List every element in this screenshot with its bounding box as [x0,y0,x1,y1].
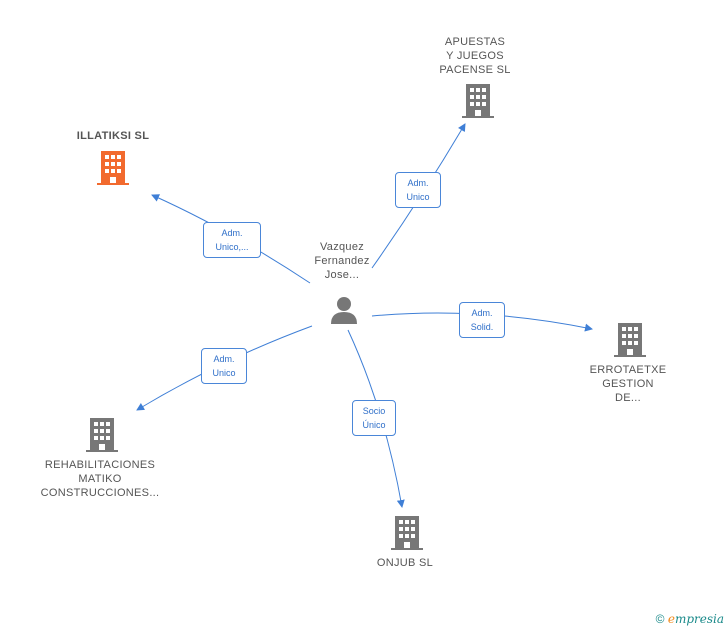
edge-label-illatiksi[interactable]: Adm. Unico,... [203,222,261,258]
edge-label-line: Socio [362,406,386,416]
node-label-line: ILLATIKSI SL [76,130,150,142]
edge-label-line: Unico [212,368,236,378]
node-label-line: MATIKO [78,473,122,485]
building-icon[interactable] [97,151,129,185]
center-person-name[interactable]: Vazquez Fernandez Jose... [300,240,384,282]
center-name-line: Jose... [324,269,360,281]
building-icon[interactable] [462,84,494,118]
building-icon[interactable] [614,323,646,357]
node-label-line: DE... [615,392,641,404]
node-onjub-label[interactable]: ONJUB SL [355,556,455,570]
building-icon[interactable] [86,418,118,452]
edge-label-line: Adm. [407,178,429,188]
node-label-line: PACENSE SL [439,64,511,76]
brand-name: mpresia [674,612,724,626]
edge-label-onjub[interactable]: Socio Único [352,400,396,436]
node-label-line: CONSTRUCCIONES... [40,487,160,499]
edge-label-line: Unico,... [215,242,249,252]
building-icon[interactable] [391,516,423,550]
edge-label-line: Unico [406,192,430,202]
edge-label-rehabilitaciones[interactable]: Adm. Unico [201,348,247,384]
edge-label-line: Adm. [221,228,243,238]
node-apuestas-label[interactable]: APUESTAS Y JUEGOS PACENSE SL [410,35,540,77]
edge-label-line: Solid. [470,322,494,332]
node-label-line: ERROTAETXE [589,364,667,376]
node-illatiksi-label[interactable]: ILLATIKSI SL [48,129,178,143]
center-name-line: Vazquez [319,241,365,253]
edge-label-apuestas[interactable]: Adm. Unico [395,172,441,208]
node-label-line: ONJUB SL [376,557,434,569]
node-errotaetxe-label[interactable]: ERROTAETXE GESTION DE... [573,363,683,405]
brand-initial: e [667,612,675,626]
node-label-line: Y JUEGOS [446,50,504,62]
edge-label-errotaetxe[interactable]: Adm. Solid. [459,302,505,338]
edge-label-line: Único [362,420,386,430]
center-name-line: Fernandez [314,255,370,267]
node-label-line: REHABILITACIONES [44,459,156,471]
edge-label-line: Adm. [471,308,493,318]
node-label-line: APUESTAS [444,36,506,48]
node-rehabilitaciones-label[interactable]: REHABILITACIONES MATIKO CONSTRUCCIONES..… [30,458,170,500]
node-label-line: GESTION [602,378,654,390]
person-icon[interactable] [329,295,359,325]
edge-label-line: Adm. [213,354,235,364]
empresia-logo: © empresia [656,612,724,626]
copyright-symbol: © [655,612,665,626]
